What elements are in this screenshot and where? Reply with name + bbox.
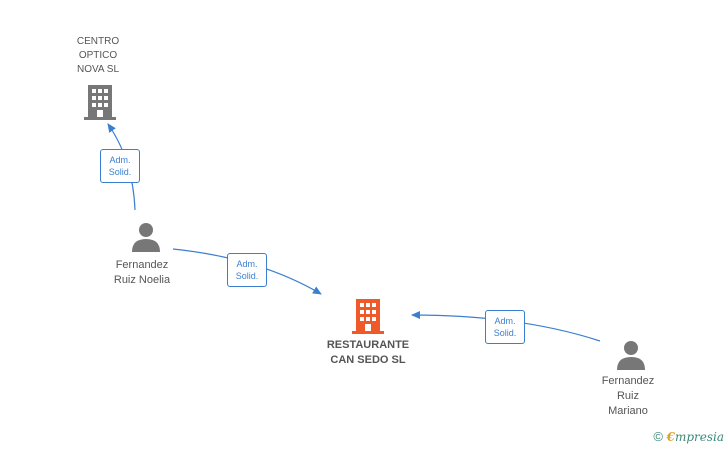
brand-logo: €mpresia bbox=[666, 430, 724, 444]
person-label-mariano[interactable]: Fernandez Ruiz Mariano bbox=[601, 375, 655, 417]
edge-label-mariano-restaurante[interactable]: Adm. Solid. bbox=[485, 310, 525, 344]
edge-label-noelia-restaurante[interactable]: Adm. Solid. bbox=[227, 253, 267, 287]
copyright-icon: © bbox=[653, 429, 663, 444]
person-label-noelia[interactable]: Fernandez Ruiz Noelia bbox=[113, 259, 171, 286]
building-icon[interactable] bbox=[352, 298, 384, 334]
building-icon[interactable] bbox=[84, 84, 116, 120]
person-icon[interactable] bbox=[131, 222, 161, 252]
edge-label-noelia-centro[interactable]: Adm. Solid. bbox=[100, 149, 140, 183]
company-label-centro-optico[interactable]: CENTRO OPTICO NOVA SL bbox=[76, 36, 120, 75]
company-label-restaurante-can-sedo[interactable]: RESTAURANTE CAN SEDO SL bbox=[326, 339, 410, 366]
person-icon[interactable] bbox=[616, 340, 646, 370]
footer-brand: © €mpresia bbox=[653, 429, 724, 444]
